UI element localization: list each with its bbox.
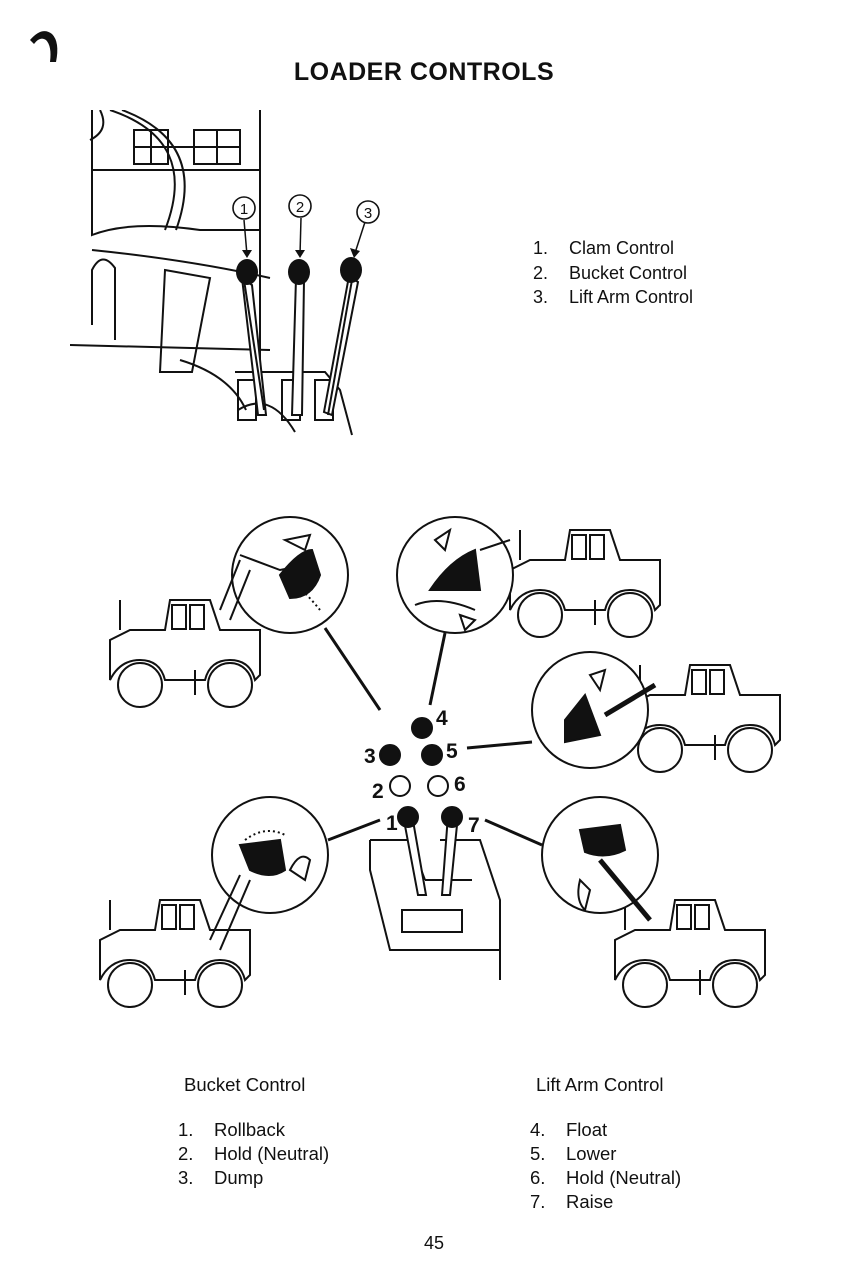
position-label-3: 3 xyxy=(364,745,376,768)
list-text: Raise xyxy=(566,1190,613,1214)
list-text: Rollback xyxy=(214,1118,285,1142)
legend-text: Lift Arm Control xyxy=(569,285,693,310)
list-number: 3. xyxy=(178,1166,214,1190)
list-item: 7. Raise xyxy=(530,1190,681,1214)
list-number: 2. xyxy=(178,1142,214,1166)
loader-lower-drawing xyxy=(630,665,780,772)
list-item: 2. Hold (Neutral) xyxy=(178,1142,329,1166)
position-illustration: 1 2 3 4 5 6 7 xyxy=(80,480,800,1020)
list-text: Hold (Neutral) xyxy=(566,1166,681,1190)
bucket-control-heading: Bucket Control xyxy=(184,1074,329,1096)
position-label-5: 5 xyxy=(446,740,458,763)
control-legend: 1. Clam Control 2. Bucket Control 3. Lif… xyxy=(533,236,693,310)
position-label-1: 1 xyxy=(386,812,398,835)
legend-text: Clam Control xyxy=(569,236,674,261)
legend-number: 2. xyxy=(533,261,569,286)
lever-positions xyxy=(380,718,462,827)
list-text: Hold (Neutral) xyxy=(214,1142,329,1166)
legend-item: 2. Bucket Control xyxy=(533,261,693,286)
rollback-detail-circle xyxy=(210,797,328,950)
position-label-2: 2 xyxy=(372,780,384,803)
page-title: LOADER CONTROLS xyxy=(0,58,848,87)
page-number: 45 xyxy=(0,1233,848,1254)
callout-2: 2 xyxy=(296,199,304,216)
callout-1: 1 xyxy=(240,201,248,218)
float-detail-circle xyxy=(397,517,513,633)
list-number: 5. xyxy=(530,1142,566,1166)
list-number: 4. xyxy=(530,1118,566,1142)
lift-arm-control-list: Lift Arm Control 4. Float 5. Lower 6. Ho… xyxy=(530,1074,681,1214)
lever-console xyxy=(370,815,500,980)
lever-knobs xyxy=(236,257,362,285)
list-item: 6. Hold (Neutral) xyxy=(530,1166,681,1190)
callout-3: 3 xyxy=(364,205,372,222)
legend-number: 3. xyxy=(533,285,569,310)
legend-text: Bucket Control xyxy=(569,261,687,286)
lever-illustration: 1 2 3 xyxy=(70,110,490,450)
loader-float-drawing xyxy=(510,530,660,637)
list-text: Float xyxy=(566,1118,607,1142)
list-text: Dump xyxy=(214,1166,263,1190)
lift-arm-control-heading: Lift Arm Control xyxy=(536,1074,681,1096)
position-label-6: 6 xyxy=(454,773,466,796)
loader-raise-drawing xyxy=(615,900,765,1007)
list-number: 1. xyxy=(178,1118,214,1142)
dump-detail-circle xyxy=(220,517,348,633)
list-number: 6. xyxy=(530,1166,566,1190)
list-item: 4. Float xyxy=(530,1118,681,1142)
callout-circles xyxy=(233,195,379,223)
raise-detail-circle xyxy=(542,797,658,920)
list-text: Lower xyxy=(566,1142,616,1166)
position-label-7: 7 xyxy=(468,814,480,837)
loader-rollback-drawing xyxy=(100,900,250,1007)
list-number: 7. xyxy=(530,1190,566,1214)
legend-item: 3. Lift Arm Control xyxy=(533,285,693,310)
lower-detail-circle xyxy=(532,652,655,768)
list-item: 1. Rollback xyxy=(178,1118,329,1142)
legend-item: 1. Clam Control xyxy=(533,236,693,261)
legend-number: 1. xyxy=(533,236,569,261)
loader-dump-drawing xyxy=(110,600,260,707)
position-label-4: 4 xyxy=(436,707,448,730)
bucket-control-list: Bucket Control 1. Rollback 2. Hold (Neut… xyxy=(178,1074,329,1190)
list-item: 3. Dump xyxy=(178,1166,329,1190)
list-item: 5. Lower xyxy=(530,1142,681,1166)
